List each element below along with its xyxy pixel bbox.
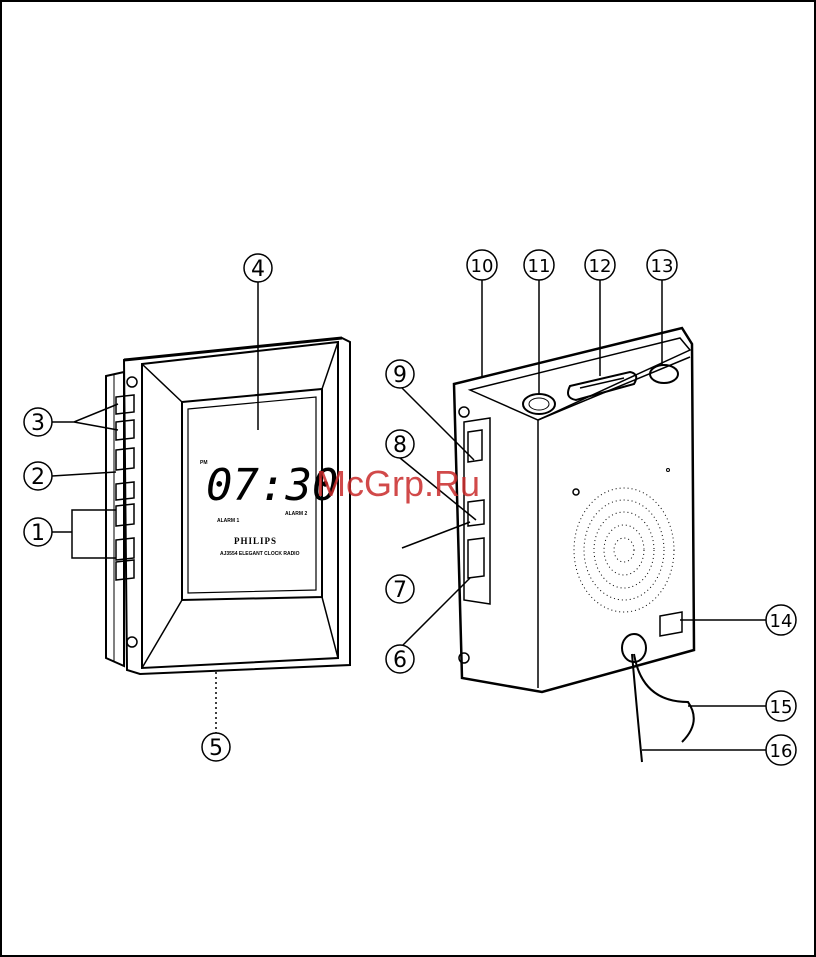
svg-text:8: 8 (393, 433, 407, 458)
svg-text:5: 5 (209, 736, 223, 761)
svg-text:13: 13 (651, 256, 674, 277)
callout-9: 9 (386, 360, 414, 388)
callout-16: 16 (766, 735, 796, 765)
callout-4: 4 (244, 254, 272, 282)
svg-text:12: 12 (589, 256, 612, 277)
callout-5: 5 (202, 733, 230, 761)
svg-text:1: 1 (31, 521, 45, 546)
callout-11: 11 (524, 250, 554, 280)
callout-10: 10 (467, 250, 497, 280)
alarm2-indicator: ALARM 2 (285, 511, 307, 517)
svg-text:14: 14 (770, 611, 793, 632)
front-view (106, 338, 350, 732)
svg-text:2: 2 (31, 465, 45, 490)
svg-text:9: 9 (393, 363, 407, 388)
callout-leaders (52, 280, 766, 750)
svg-text:4: 4 (251, 257, 265, 282)
callout-13: 13 (647, 250, 677, 280)
watermark-text: McGrp.Ru (316, 463, 480, 504)
callout-7: 7 (386, 575, 414, 603)
model-label: AJ3554 ELEGANT CLOCK RADIO (220, 551, 300, 557)
back-view (454, 328, 694, 762)
callout-3: 3 (24, 408, 52, 436)
callout-1: 1 (24, 518, 52, 546)
svg-text:7: 7 (393, 578, 407, 603)
svg-text:16: 16 (770, 741, 793, 762)
callout-14: 14 (766, 605, 796, 635)
callout-6: 6 (386, 645, 414, 673)
svg-text:11: 11 (528, 256, 551, 277)
svg-text:15: 15 (770, 697, 793, 718)
svg-text:3: 3 (31, 411, 45, 436)
callout-15: 15 (766, 691, 796, 721)
brand-logo: PHILIPS (234, 536, 277, 546)
callout-2: 2 (24, 462, 52, 490)
svg-text:10: 10 (471, 256, 494, 277)
alarm1-indicator: ALARM 1 (217, 518, 239, 524)
callout-12: 12 (585, 250, 615, 280)
callout-8: 8 (386, 430, 414, 458)
svg-text:6: 6 (393, 648, 407, 673)
